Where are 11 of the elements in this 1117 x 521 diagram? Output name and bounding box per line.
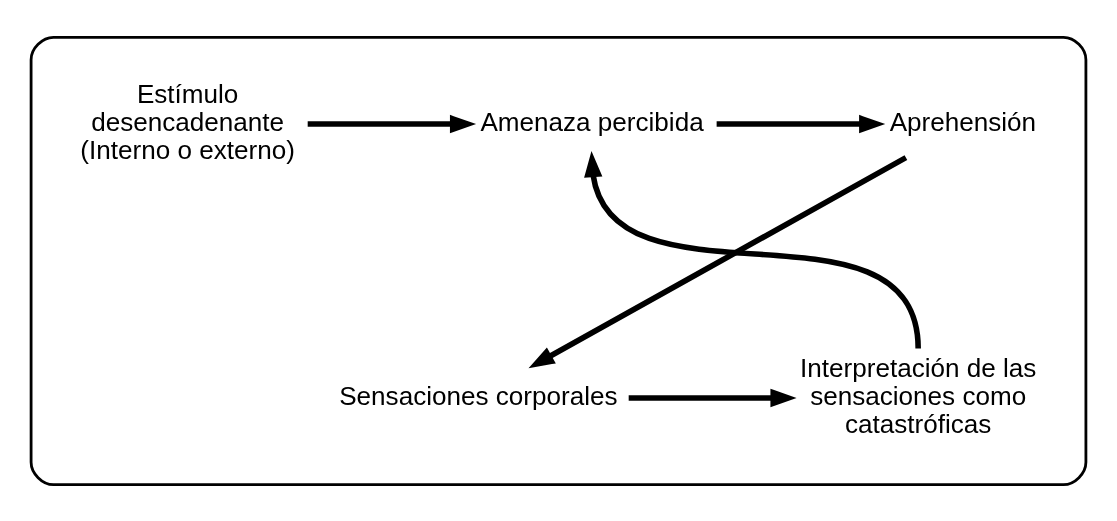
arrow [716,114,886,133]
cluster [29,35,1088,486]
node-text: Sensaciones corporales [339,380,618,411]
node-text: Interpretación de las sensaciones como catastróficas [800,352,1037,439]
node-text: Estímulo desencadenante (Interno o externo) [80,78,295,165]
arrow [528,154,908,368]
arrow [307,114,477,133]
node-text: Amenaza percibida [480,106,704,137]
node-text: Aprehensión [889,106,1037,137]
arrow [584,150,921,349]
arrow [628,388,797,407]
